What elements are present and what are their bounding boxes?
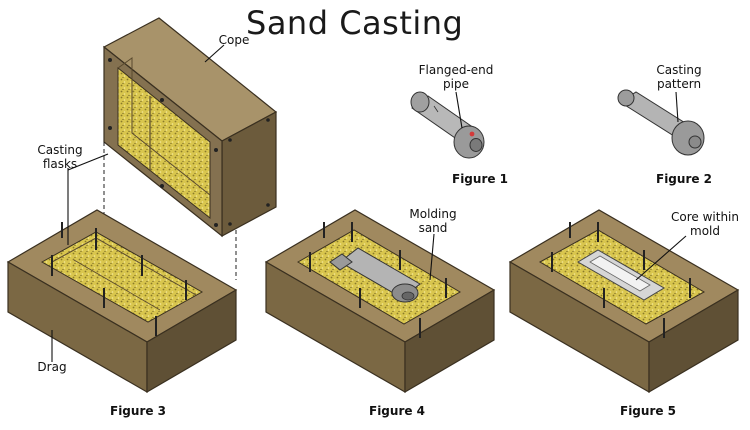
label-molding-sand: Molding sand: [398, 207, 468, 235]
label-molding-line2: sand: [418, 221, 448, 235]
caption-figure-3: Figure 3: [110, 404, 167, 418]
label-pattern-line2: pattern: [656, 77, 702, 91]
flanged-end-pipe: [410, 91, 485, 159]
caption-figure-1: Figure 1: [452, 172, 509, 186]
caption-figure-2: Figure 2: [656, 172, 713, 186]
label-cope: Cope: [218, 33, 250, 47]
label-flanged-line2: pipe: [443, 77, 469, 91]
label-casting-pattern: Casting pattern: [642, 63, 716, 91]
drag-flask: [6, 209, 238, 394]
cope-flask: [102, 17, 278, 238]
label-core-line1: Core within: [671, 210, 739, 224]
label-casting-flasks: Casting flasks: [32, 143, 88, 171]
label-molding-line1: Molding: [409, 207, 457, 221]
caption-figure-4: Figure 4: [369, 404, 426, 418]
label-drag: Drag: [37, 360, 67, 374]
label-core-line2: mold: [690, 224, 720, 238]
caption-figure-5: Figure 5: [620, 404, 677, 418]
casting-pattern: [617, 89, 705, 156]
label-flanged-line1: Flanged-end: [418, 63, 494, 77]
label-pattern-line1: Casting: [656, 63, 702, 77]
page-title: Sand Casting: [246, 4, 464, 42]
core-cavity: [577, 249, 665, 301]
pattern-in-sand: [329, 247, 421, 303]
mold-with-pattern: [264, 209, 496, 394]
label-casting-flasks-line1: Casting: [37, 143, 83, 157]
leader-lines: [51, 44, 687, 362]
label-flanged-end-pipe: Flanged-end pipe: [408, 63, 504, 91]
mold-with-core: [508, 209, 740, 394]
label-casting-flasks-line2: flasks: [42, 157, 78, 171]
label-core-within-mold: Core within mold: [664, 210, 746, 238]
